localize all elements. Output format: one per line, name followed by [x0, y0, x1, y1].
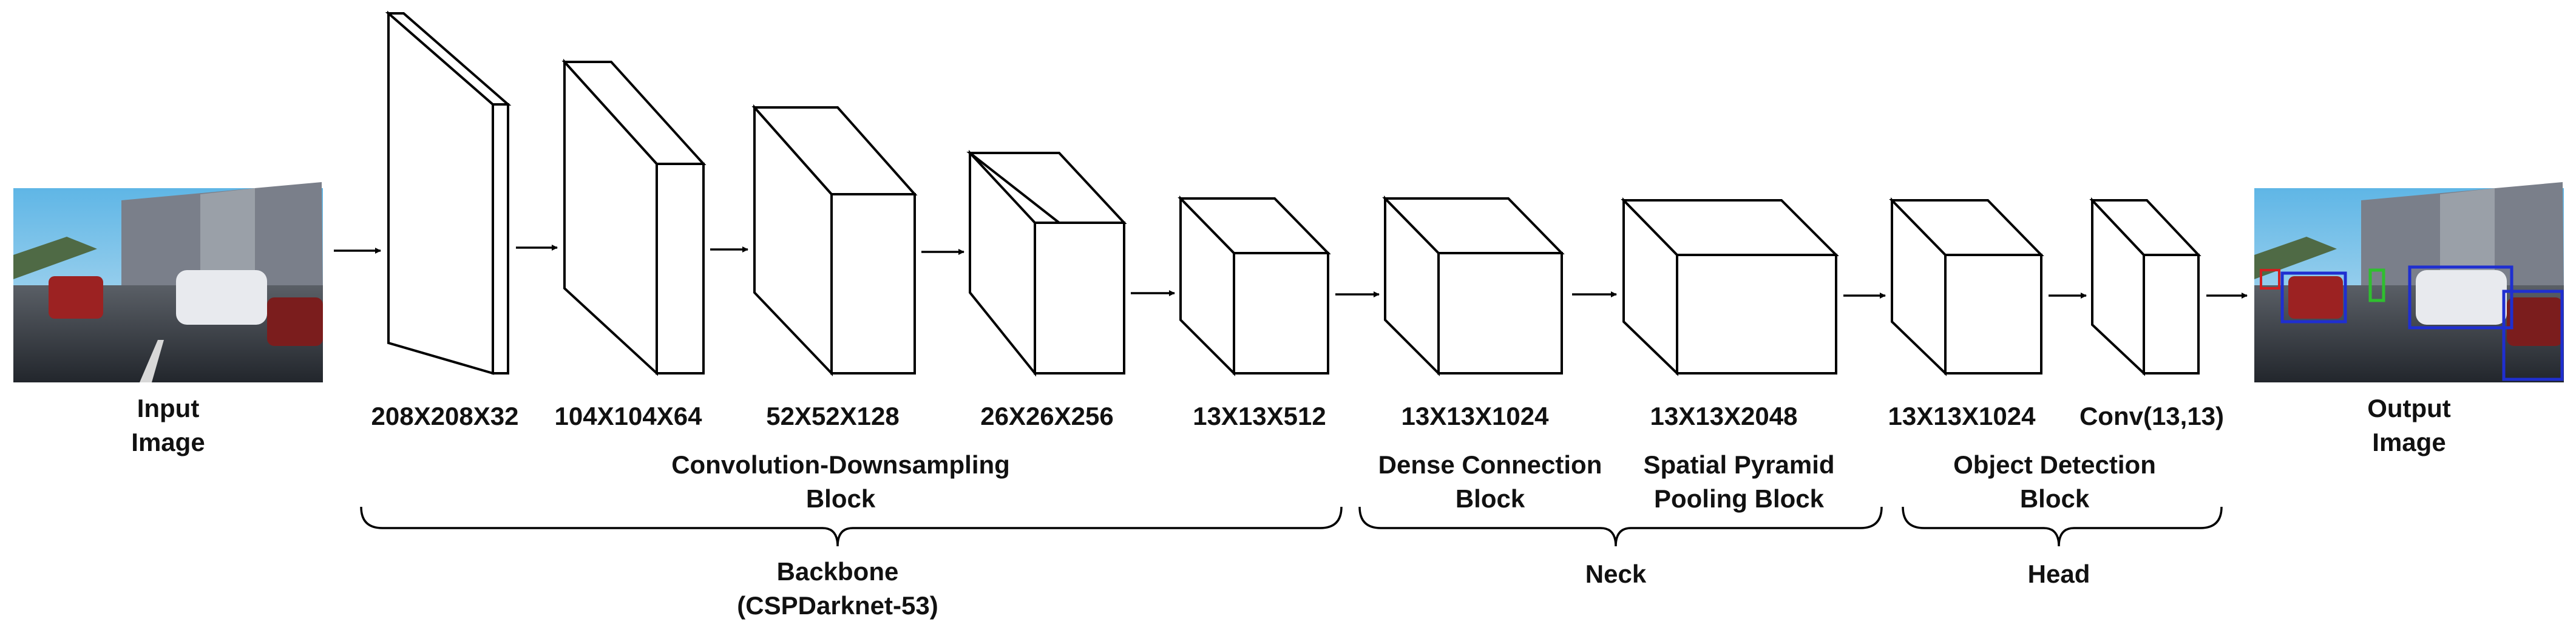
block-label-spp-line2: Pooling Block: [1654, 484, 1825, 513]
layer-box-3: [751, 104, 918, 376]
input-image: [13, 182, 323, 382]
block-label-spp-line1: Spatial Pyramid: [1643, 450, 1834, 479]
block-label-detect-line1: Object Detection: [1953, 450, 2156, 479]
layer-dims-8: 13X13X1024: [1888, 402, 2036, 430]
block-label-conv-line1: Convolution-Downsampling: [671, 450, 1010, 479]
group-label-neck: Neck: [1585, 560, 1647, 588]
group-label-backbone-line2: (CSPDarknet-53): [737, 591, 938, 620]
layer-box-1: [385, 10, 512, 375]
output-image: [2254, 182, 2564, 382]
group-label-backbone-line1: Backbone: [777, 557, 899, 586]
layer-box-8: [1889, 197, 2044, 376]
block-label-detect-line2: Block: [2020, 484, 2090, 513]
block-label-dense-line2: Block: [1456, 484, 1525, 513]
layer-dims-5: 13X13X512: [1193, 402, 1326, 430]
layer-dims-9: Conv(13,13): [2079, 402, 2224, 430]
input-label-line2: Image: [131, 428, 205, 456]
layer-dims-4: 26X26X256: [980, 402, 1114, 430]
layer-box-2: [561, 58, 707, 376]
group-label-head: Head: [2028, 560, 2090, 588]
output-label-line2: Image: [2372, 428, 2446, 456]
backbone-brace: [360, 506, 1343, 547]
layer-box-4: [966, 149, 1127, 377]
neck-brace: [1358, 506, 1883, 547]
layer-box-7: [1621, 197, 1839, 376]
layer-box-6: [1382, 195, 1565, 376]
layer-dims-1: 208X208X32: [371, 402, 519, 430]
layer-box-9: [2089, 197, 2201, 376]
layer-dims-3: 52X52X128: [766, 402, 900, 430]
block-label-dense-line1: Dense Connection: [1378, 450, 1602, 479]
layer-dims-6: 13X13X1024: [1402, 402, 1550, 430]
block-label-conv-line2: Block: [806, 484, 876, 513]
layer-box-5: [1178, 195, 1331, 376]
input-label-line1: Input: [137, 394, 200, 422]
layer-dims-7: 13X13X2048: [1650, 402, 1798, 430]
layer-dims-2: 104X104X64: [555, 402, 703, 430]
head-brace: [1902, 506, 2223, 547]
output-label-line1: Output: [2367, 394, 2451, 422]
